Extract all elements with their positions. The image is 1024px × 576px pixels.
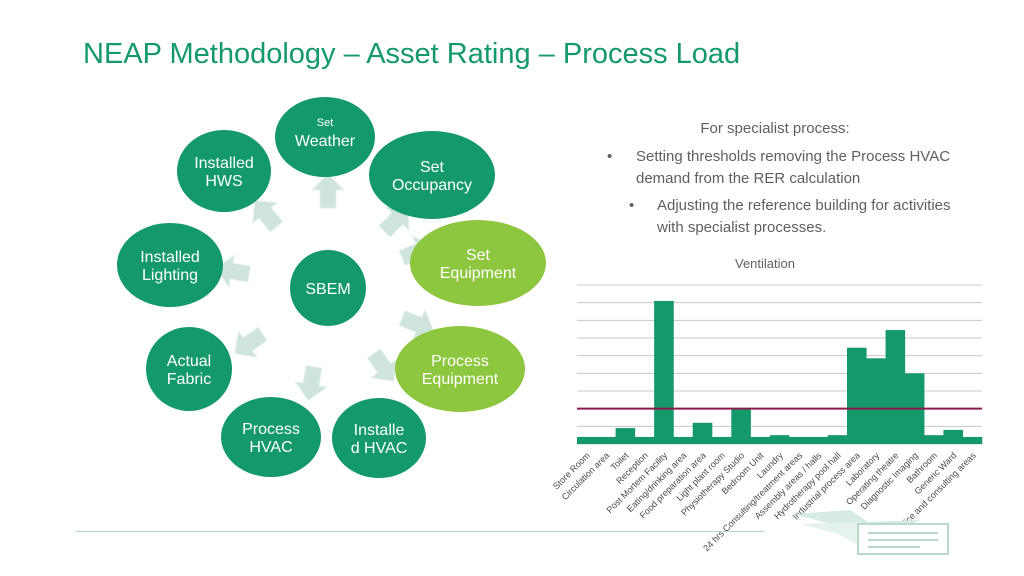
bullet-reference-building: Adjusting the reference building for act… [605,195,965,239]
flow-arrow-icon [310,173,346,209]
chart-title: Ventilation [735,256,795,271]
slide-title: NEAP Methodology – Asset Rating – Proces… [83,38,741,70]
node-label-line: Fabric [167,371,211,388]
flow-arrow-icon [234,326,268,359]
node-label-line: Installed [140,249,200,266]
node-label-line: HWS [205,173,242,190]
footer-rule [75,531,765,532]
flow-arrow-icon [252,200,284,233]
node-label-line: Equipment [422,371,499,388]
bar-16 [885,330,906,444]
bar-7 [712,436,732,444]
node-label-line: HVAC [249,439,292,456]
bullet-thresholds: Setting thresholds removing the Process … [605,146,965,190]
sbem-center-node: SBEM [290,250,366,326]
bar-14 [847,347,867,444]
node-label-line: d HVAC [351,440,408,457]
node-label-line: Process [242,421,300,438]
bar-5 [673,436,694,444]
node-label-line: Process [431,353,489,370]
bullet-list: Setting thresholds removing the Process … [605,146,965,244]
flow-arrow-icon [366,348,399,382]
node-installed-hvac: Installed HVAC [332,398,426,478]
bar-15 [866,358,886,444]
node-label-line: Occupancy [392,177,472,194]
bar-8 [731,409,751,444]
bar-12 [808,436,829,444]
bar-0 [577,436,597,444]
node-label-line: Set [420,159,445,176]
panel-intro: For specialist process: [700,120,850,137]
node-label-line: Lighting [142,267,198,284]
bar-11 [789,436,809,444]
flow-arrow-icon [378,206,410,238]
bar-1 [596,436,616,444]
bar-3 [634,436,655,444]
bar-20 [962,436,983,444]
node-label-line: Installe [354,422,405,439]
bar-6 [692,422,713,444]
flow-arrow-icon [215,254,252,288]
bar-2 [615,428,636,444]
bar-9 [750,436,771,444]
bar-18 [924,435,944,444]
node-small-label: Set [317,117,334,129]
bar-10 [769,435,790,444]
sbem-center-label: SBEM [305,281,350,298]
bar-13 [827,435,848,444]
node-label-line: Weather [295,133,356,150]
sbem-cycle-diagram: SBEMSetWeatherSetOccupancySetEquipmentPr… [117,97,546,478]
node-label-line: Actual [167,353,211,370]
node-label-line: Set [466,247,491,264]
node-label-line: Installed [194,155,254,172]
node-label-line: Equipment [440,265,517,282]
bar-4 [654,300,674,444]
flow-arrow-icon [294,364,328,401]
bar-19 [943,429,964,444]
footer-logo-icon [794,510,949,555]
